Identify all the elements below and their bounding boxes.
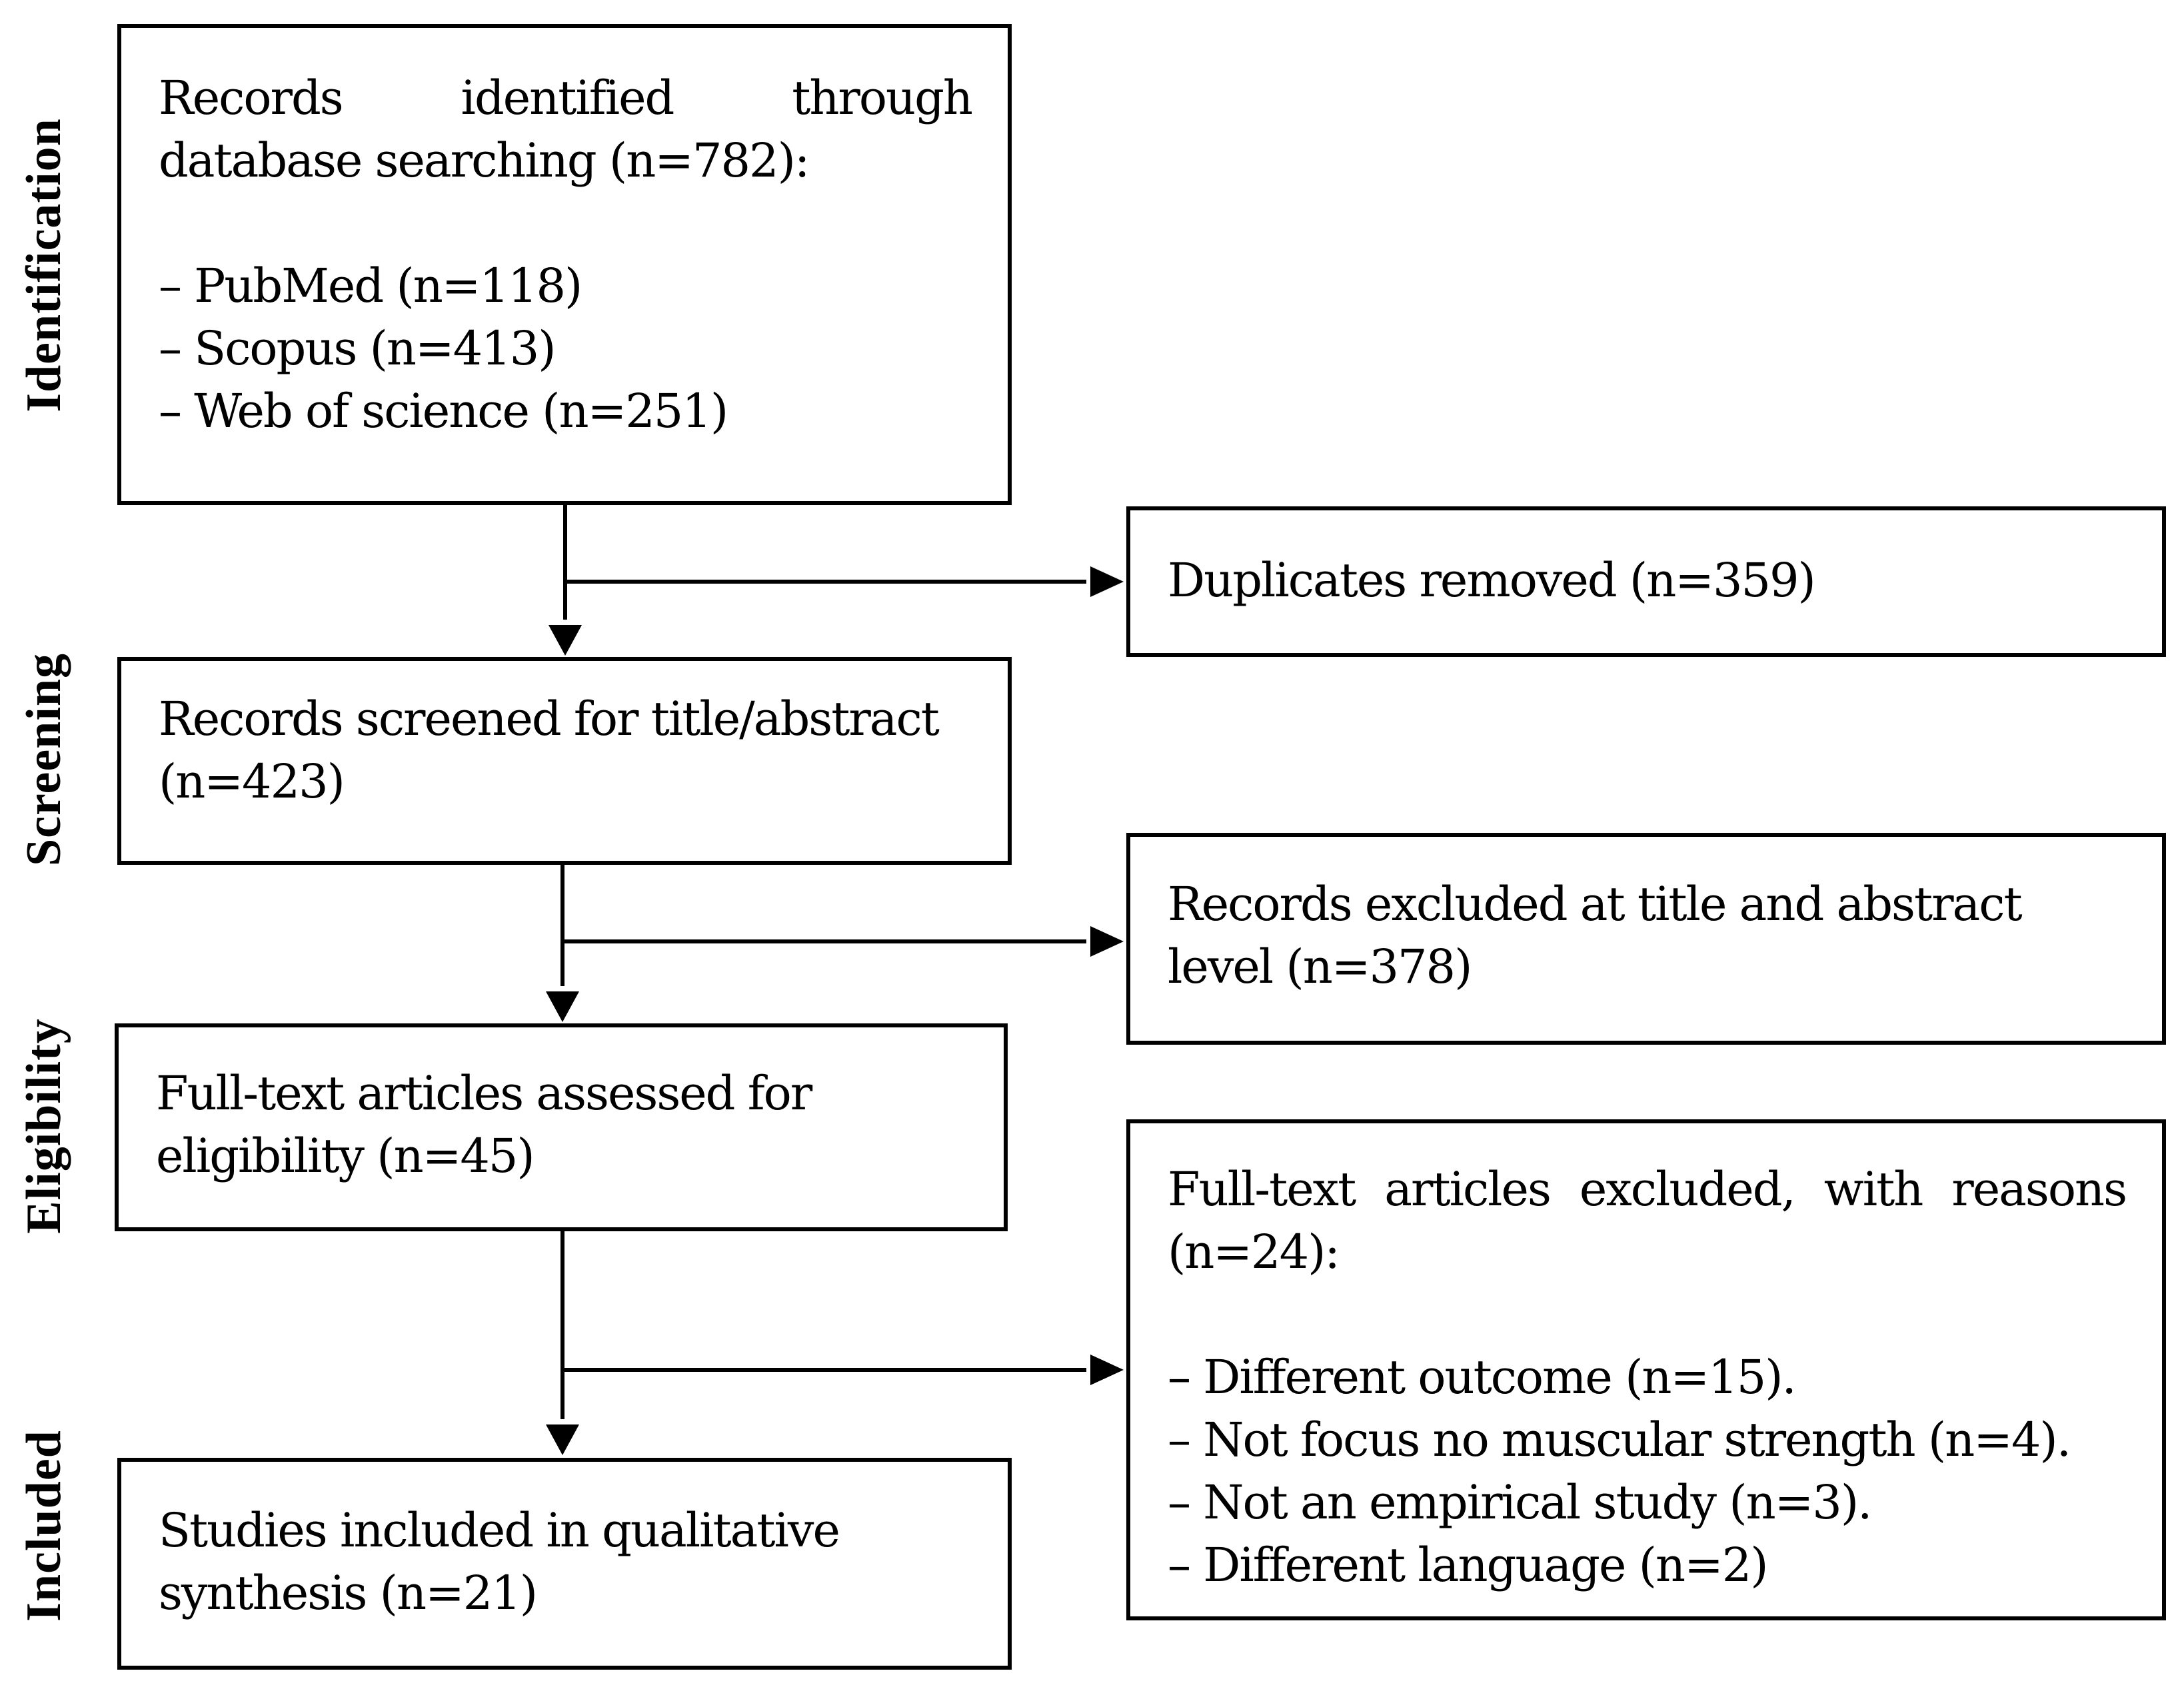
identified-title-line1: Records identified through — [159, 71, 973, 125]
list-item: – Web of science (n=251) — [159, 384, 728, 438]
arrowhead-down-fulltext — [546, 991, 579, 1022]
identified-database-list: – PubMed (n=118) – Scopus (n=413) – Web … — [159, 255, 972, 442]
fulltext-excluded-title-line1: Full-text articles excluded, with reason… — [1168, 1162, 2127, 1217]
box-fulltext-excluded: Full-text articles excluded, with reason… — [1126, 1119, 2166, 1620]
fulltext-line1: Full-text articles assessed for — [156, 1066, 812, 1121]
excluded-title-line2: level (n=378) — [1168, 939, 1472, 994]
list-item: – Not focus no muscular strength (n=4). — [1168, 1412, 2071, 1467]
box-records-identified: Records identified through database sear… — [117, 24, 1012, 505]
list-item: – Not an empirical study (n=3). — [1168, 1475, 1872, 1530]
arrowhead-down-screened — [548, 625, 582, 656]
included-line2: synthesis (n=21) — [159, 1566, 538, 1620]
identified-title-line2: database searching (n=782): — [159, 133, 810, 188]
arrowhead-right-duplicates — [1090, 566, 1124, 597]
fulltext-line2: eligibility (n=45) — [156, 1129, 535, 1183]
box-studies-included: Studies included in qualitative synthesi… — [117, 1458, 1012, 1670]
arrowhead-down-included — [546, 1424, 579, 1455]
box-records-screened: Records screened for title/abstract (n=4… — [117, 657, 1012, 865]
list-item: – PubMed (n=118) — [159, 259, 582, 313]
box-records-excluded-title: Records excluded at title and abstract l… — [1126, 833, 2166, 1045]
duplicates-text: Duplicates removed (n=359) — [1168, 553, 1816, 608]
list-item: – Scopus (n=413) — [159, 321, 556, 376]
excluded-title-line1: Records excluded at title and abstract — [1168, 877, 2023, 931]
list-item: – Different outcome (n=15). — [1168, 1350, 1797, 1405]
box-duplicates-removed: Duplicates removed (n=359) — [1126, 506, 2166, 657]
fulltext-excluded-reasons-list: – Different outcome (n=15). – Not focus … — [1168, 1346, 2126, 1596]
screened-line2: (n=423) — [159, 754, 345, 809]
fulltext-excluded-title-line2: (n=24): — [1168, 1225, 1340, 1279]
included-line1: Studies included in qualitative — [159, 1503, 840, 1558]
box-fulltext-assessed: Full-text articles assessed for eligibil… — [115, 1023, 1008, 1231]
arrowhead-right-fulltext-excluded — [1090, 1355, 1124, 1385]
screened-line1: Records screened for title/abstract — [159, 692, 940, 746]
arrowhead-right-excluded-title — [1090, 926, 1124, 957]
list-item: – Different language (n=2) — [1168, 1538, 1769, 1592]
